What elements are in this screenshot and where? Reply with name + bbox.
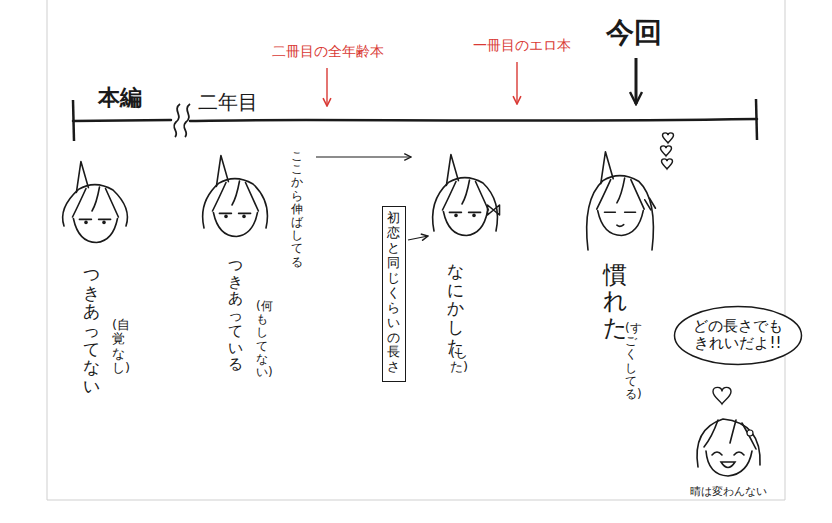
bangs — [213, 183, 227, 212]
speech-bubble: どの長さでも きれいだよ!! — [673, 305, 803, 366]
page-frame — [47, 0, 785, 500]
annotation-note: 二冊目の全年齢本 — [272, 44, 384, 59]
heading-label: 本編 — [98, 86, 142, 110]
pupil — [102, 221, 106, 225]
timeline-tick — [756, 99, 757, 140]
caption-text: (何もしてない) — [256, 300, 268, 379]
break-mark — [174, 104, 180, 137]
pointer-arrow — [326, 68, 327, 106]
bubble-outline — [675, 306, 802, 364]
node-text: どの長さでも きれいだよ!! — [690, 318, 786, 353]
face — [598, 211, 644, 236]
pupil — [472, 214, 476, 218]
break-mark — [184, 104, 190, 137]
face — [706, 451, 752, 476]
hair-bow — [488, 205, 500, 215]
bangs — [443, 182, 457, 211]
hair — [697, 419, 760, 467]
eye — [712, 452, 722, 455]
pupil — [242, 215, 246, 219]
hair-ornament — [747, 430, 753, 436]
hair — [203, 179, 268, 228]
bangs — [730, 420, 736, 443]
bangs — [742, 423, 756, 449]
eye — [219, 213, 231, 215]
note-box: 初恋と同じくらいの長さ — [382, 206, 406, 382]
heading-label: 今回 — [606, 18, 662, 49]
bangs — [631, 180, 644, 209]
heart-symbol — [663, 133, 674, 143]
eye — [79, 219, 91, 221]
extend-arrow — [316, 156, 411, 157]
pupil — [84, 221, 88, 225]
pupil — [454, 214, 458, 218]
eye — [734, 452, 744, 455]
bangs — [704, 420, 718, 447]
face — [73, 219, 117, 243]
caption-text: ここから伸ばしてる — [291, 150, 303, 269]
bangs — [462, 180, 470, 204]
bangs — [617, 178, 625, 203]
eye — [469, 212, 481, 214]
timeline-line — [190, 119, 757, 121]
mouth — [721, 462, 735, 468]
caption-text: 慣れた — [603, 262, 627, 341]
heart-symbol — [661, 146, 672, 156]
bangs — [73, 189, 87, 218]
pointer-arrow — [516, 62, 517, 104]
eye — [625, 211, 636, 213]
timeline-tick — [73, 100, 74, 141]
character-head — [433, 155, 500, 236]
caption-text: (した) — [450, 346, 463, 375]
chibi-head — [697, 419, 760, 476]
face — [443, 212, 487, 236]
heart-symbol — [662, 159, 673, 169]
eye — [605, 211, 616, 213]
annotation-note: 一冊目のエロ本 — [473, 38, 571, 53]
character-head — [203, 156, 268, 237]
caption-text: (すごくしてる) — [625, 322, 637, 401]
node-text: 初恋と同じくらいの長さ — [387, 211, 400, 375]
caption-text: つきあっている — [228, 257, 243, 373]
hair-clip — [645, 198, 656, 210]
heart-symbol — [713, 387, 731, 404]
caption-text: なにかした — [447, 262, 464, 355]
face — [213, 213, 257, 237]
bangs — [597, 180, 611, 209]
pointer-arrow — [635, 58, 638, 104]
bangs — [106, 189, 119, 218]
hair — [587, 176, 654, 250]
timeline-line — [73, 120, 171, 121]
caption-text: つきあってない — [83, 265, 100, 396]
eye — [239, 213, 251, 215]
eye — [449, 212, 461, 214]
character-head — [587, 152, 656, 250]
bangs — [246, 183, 259, 212]
character-head — [63, 162, 128, 243]
eye — [99, 219, 111, 221]
heading-label: 二年目 — [198, 91, 258, 113]
heading-label: 晴は変わんない — [690, 486, 767, 498]
leader-arrow — [408, 236, 428, 240]
mouth — [617, 225, 624, 227]
caption-text: (自覚なし) — [112, 318, 125, 375]
pupil — [224, 215, 228, 219]
bangs — [232, 181, 240, 205]
bangs — [92, 187, 100, 211]
bangs — [476, 182, 489, 211]
